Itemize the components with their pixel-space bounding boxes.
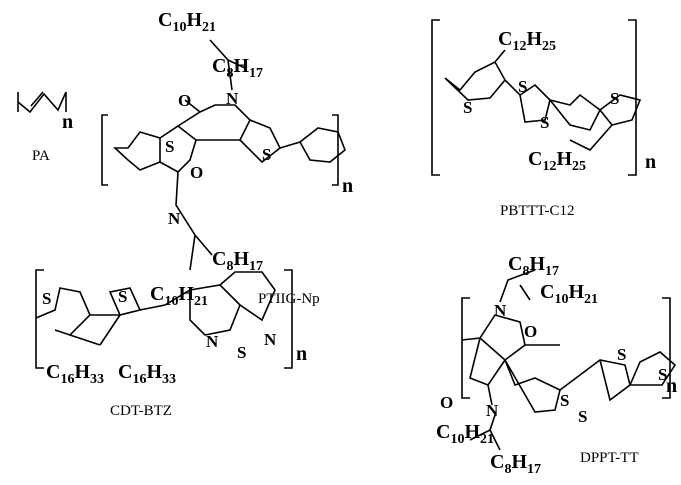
cdt-repeat-n: n	[296, 343, 307, 365]
ptiig-nitrogen-bottom: N	[168, 209, 181, 228]
btz-nitrogen-2: N	[264, 330, 277, 349]
dppt-nitrogen-top: N	[494, 301, 507, 320]
pbttt-sulfur-2: S	[518, 77, 527, 96]
pbttt-label: PBTTT-C12	[500, 203, 574, 219]
ptiig-label: PTIIG-Np	[258, 291, 320, 307]
ptiig-sulfur-right: S	[262, 145, 271, 164]
ptiig-c10h21-top: C10H21	[158, 9, 216, 35]
cdt-c16h33-left: C16H33	[46, 361, 104, 387]
dppt-c10h21-bottom: C10H21	[436, 421, 494, 447]
pbttt-c12h25-bottom: C12H25	[528, 148, 586, 174]
dppt-tt-structure: C8H17 C10H21 N O O N S S S S C10H21 C8H1…	[436, 253, 677, 477]
dppt-oxygen-top: O	[524, 322, 537, 341]
pa-structure: n PA	[17, 91, 73, 164]
pa-repeat-n: n	[62, 111, 73, 133]
dppt-c10h21-top: C10H21	[540, 281, 598, 307]
cdt-c16h33-right: C16H33	[118, 361, 176, 387]
ptiig-c8h17-bottom: C8H17	[212, 248, 263, 274]
ptiig-sulfur-left: S	[165, 137, 174, 156]
ptiig-c10h21-bottom: C10H21	[150, 283, 208, 309]
btz-sulfur: S	[237, 343, 246, 362]
ptiig-c8h17-top: C8H17	[212, 55, 263, 81]
cdt-sulfur-1: S	[42, 289, 51, 308]
dppt-sulfur-1: S	[560, 391, 569, 410]
pbttt-c12h25-top: C12H25	[498, 28, 556, 54]
dppt-repeat-n: n	[666, 375, 677, 397]
ptiig-oxygen-bottom: O	[190, 163, 203, 182]
cdt-label: CDT-BTZ	[110, 403, 172, 419]
pbttt-sulfur-1: S	[463, 98, 472, 117]
dppt-label: DPPT-TT	[580, 450, 639, 466]
dppt-c8h17-bottom: C8H17	[490, 451, 541, 477]
pbttt-repeat-n: n	[645, 151, 656, 173]
pbttt-c12-structure: C12H25 S S S S C12H25 n PBTTT-C12	[431, 19, 656, 219]
pa-label: PA	[32, 148, 50, 164]
pbttt-sulfur-4: S	[610, 89, 619, 108]
cdt-sulfur-2: S	[118, 287, 127, 306]
dppt-nitrogen-bottom: N	[486, 401, 499, 420]
ptiig-nitrogen-top: N	[226, 89, 239, 108]
cdt-btz-structure: S S N S N C16H33 C16H33 n CDT-BTZ	[35, 269, 307, 419]
dppt-sulfur-4: S	[658, 365, 667, 384]
dppt-oxygen-bottom: O	[440, 393, 453, 412]
ptiig-oxygen-top: O	[178, 91, 191, 110]
dppt-c8h17-top: C8H17	[508, 253, 559, 279]
ptiig-repeat-n: n	[342, 175, 353, 197]
pbttt-sulfur-3: S	[540, 113, 549, 132]
dppt-sulfur-2: S	[578, 407, 587, 426]
ptiig-np-structure: O N S S O N C10H21 C8H17 n C8H17 C10H21 …	[101, 9, 353, 309]
btz-nitrogen-1: N	[206, 332, 219, 351]
dppt-sulfur-3: S	[617, 345, 626, 364]
